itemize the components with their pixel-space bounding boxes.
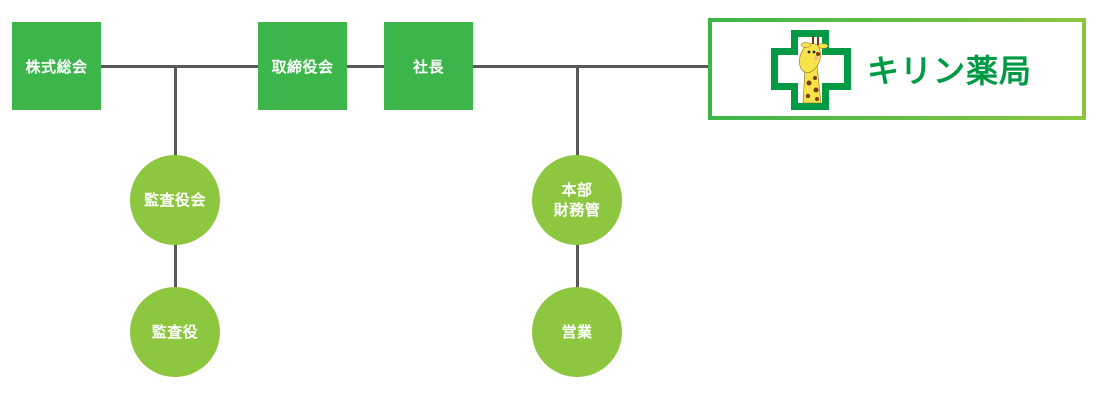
logo-inner: キリン薬局 [712, 22, 1082, 116]
logo-text: キリン薬局 [867, 52, 1033, 90]
circle-label: 監査役 [151, 323, 199, 341]
box-label: 社長 [412, 57, 444, 76]
box-label: 株式総会 [25, 57, 88, 76]
box-label: 取締役会 [271, 57, 334, 76]
circle-label-line1: 本部 [561, 181, 593, 199]
circle-label-line2: 財務管 [553, 201, 601, 219]
box-shareholders-meeting: 株式総会 [12, 22, 101, 110]
circle-sales: 営業 [532, 287, 622, 377]
box-president: 社長 [384, 22, 473, 110]
circle-auditor: 監査役 [130, 287, 220, 377]
circle-label: 監査役会 [143, 191, 206, 209]
box-board-of-directors: 取締役会 [258, 22, 347, 110]
circle-audit-board: 監査役会 [130, 155, 220, 245]
logo-box: キリン薬局 [708, 18, 1086, 120]
circle-hq-finance: 本部 財務管 [532, 155, 622, 245]
green-cross-giraffe-icon [771, 30, 851, 110]
circle-label: 営業 [561, 323, 593, 341]
